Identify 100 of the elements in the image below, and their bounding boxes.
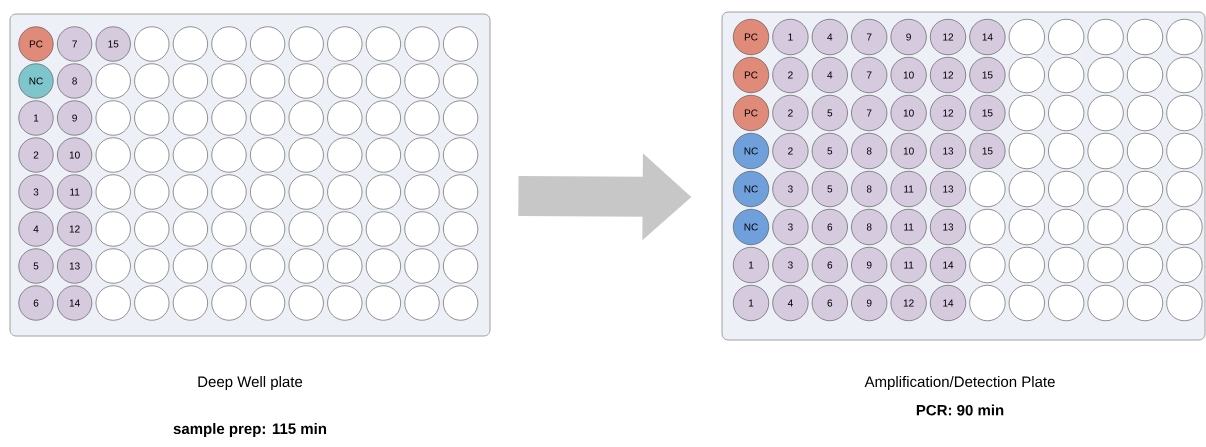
well: 2 bbox=[772, 132, 809, 170]
well bbox=[1048, 18, 1085, 56]
well: 3 bbox=[18, 174, 54, 210]
well bbox=[969, 246, 1006, 284]
well: PC bbox=[732, 18, 770, 56]
well: 5 bbox=[811, 132, 848, 170]
well bbox=[288, 285, 324, 321]
well: 15 bbox=[969, 132, 1006, 170]
well bbox=[1087, 208, 1124, 246]
well bbox=[1087, 94, 1124, 132]
well: 5 bbox=[811, 94, 848, 132]
well: 14 bbox=[969, 18, 1006, 56]
well bbox=[288, 137, 324, 173]
well: 8 bbox=[851, 170, 888, 208]
well bbox=[211, 211, 247, 247]
well bbox=[95, 100, 131, 136]
well: 11 bbox=[57, 174, 93, 210]
well: NC bbox=[732, 132, 770, 170]
well: 4 bbox=[772, 284, 809, 322]
well bbox=[211, 26, 247, 62]
well bbox=[1166, 284, 1203, 322]
well: NC bbox=[732, 208, 770, 246]
well: 8 bbox=[851, 132, 888, 170]
well bbox=[250, 137, 286, 173]
well bbox=[288, 63, 324, 99]
well: 2 bbox=[772, 56, 809, 94]
well bbox=[404, 100, 440, 136]
well bbox=[1008, 132, 1045, 170]
well bbox=[365, 63, 401, 99]
well bbox=[443, 100, 479, 136]
well bbox=[1087, 18, 1124, 56]
well bbox=[1166, 18, 1203, 56]
well: 11 bbox=[890, 170, 927, 208]
well bbox=[365, 174, 401, 210]
well bbox=[134, 63, 170, 99]
well bbox=[365, 211, 401, 247]
well bbox=[969, 170, 1006, 208]
well bbox=[172, 285, 208, 321]
well bbox=[172, 26, 208, 62]
well: PC bbox=[732, 56, 770, 94]
well: 10 bbox=[890, 56, 927, 94]
well: 13 bbox=[929, 208, 967, 246]
well: 12 bbox=[57, 211, 93, 247]
well bbox=[404, 211, 440, 247]
well bbox=[404, 26, 440, 62]
well: 6 bbox=[811, 208, 848, 246]
well: 1 bbox=[18, 100, 54, 136]
well bbox=[1087, 170, 1124, 208]
well bbox=[172, 100, 208, 136]
well bbox=[250, 211, 286, 247]
well: 9 bbox=[57, 100, 93, 136]
well bbox=[1087, 56, 1124, 94]
well bbox=[1008, 18, 1045, 56]
well bbox=[365, 285, 401, 321]
well bbox=[172, 137, 208, 173]
duration-label: PCR: 90 min bbox=[916, 404, 1004, 416]
well: 14 bbox=[929, 246, 967, 284]
well bbox=[250, 100, 286, 136]
well: 10 bbox=[890, 94, 927, 132]
well bbox=[250, 248, 286, 284]
well bbox=[250, 285, 286, 321]
well bbox=[1126, 208, 1164, 246]
well bbox=[211, 285, 247, 321]
well bbox=[1166, 208, 1203, 246]
well bbox=[172, 211, 208, 247]
well: 1 bbox=[732, 284, 770, 322]
well: 2 bbox=[18, 137, 54, 173]
well bbox=[327, 174, 363, 210]
well bbox=[288, 248, 324, 284]
well bbox=[365, 100, 401, 136]
well: 6 bbox=[18, 285, 54, 321]
well bbox=[1048, 246, 1085, 284]
well: 12 bbox=[929, 56, 967, 94]
well: 15 bbox=[969, 56, 1006, 94]
well bbox=[172, 174, 208, 210]
well: 7 bbox=[851, 56, 888, 94]
well: 1 bbox=[772, 18, 809, 56]
well bbox=[443, 137, 479, 173]
well: 9 bbox=[851, 284, 888, 322]
well bbox=[1087, 132, 1124, 170]
well bbox=[443, 174, 479, 210]
well bbox=[404, 248, 440, 284]
well bbox=[95, 137, 131, 173]
well bbox=[1126, 170, 1164, 208]
well bbox=[327, 211, 363, 247]
well: 15 bbox=[95, 26, 131, 62]
well bbox=[1166, 56, 1203, 94]
well: 14 bbox=[929, 284, 967, 322]
well: 6 bbox=[811, 246, 848, 284]
plate-label: Amplification/Detection Plate bbox=[864, 376, 1055, 390]
well bbox=[288, 174, 324, 210]
well: 8 bbox=[851, 208, 888, 246]
well bbox=[1126, 284, 1164, 322]
well bbox=[1126, 246, 1164, 284]
well bbox=[1048, 94, 1085, 132]
well: PC bbox=[18, 26, 54, 62]
well bbox=[95, 174, 131, 210]
well bbox=[327, 248, 363, 284]
well: 10 bbox=[57, 137, 93, 173]
well bbox=[1008, 94, 1045, 132]
